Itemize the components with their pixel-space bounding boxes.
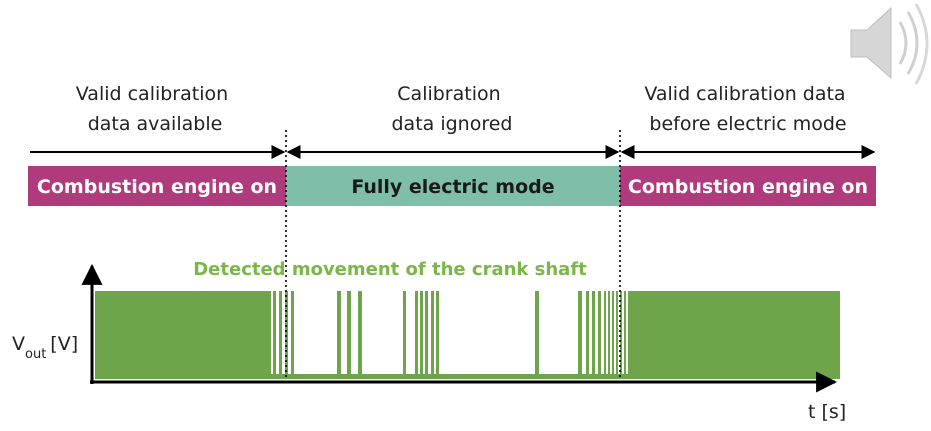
mode-label-engine-on-1: Combustion engine on [37,176,277,198]
phase-label-3: Valid calibration data before electric m… [644,83,851,135]
phase-label-1: Valid calibration data available [76,83,234,135]
y-axis-label: Vout[V] [12,333,78,362]
speaker-icon[interactable] [850,3,929,85]
x-axis-label: t [s] [808,401,846,423]
phase-label-2: Calibration data ignored [392,83,513,135]
mode-bar-engine-on-1 [28,166,286,206]
signal-caption: Detected movement of the crank shaft [193,259,587,280]
mode-bar-electric [286,166,620,206]
crank-signal [95,291,840,379]
mode-label-electric: Fully electric mode [351,176,554,198]
mode-label-engine-on-2: Combustion engine on [628,176,868,198]
mode-bar-engine-on-2 [620,166,876,206]
